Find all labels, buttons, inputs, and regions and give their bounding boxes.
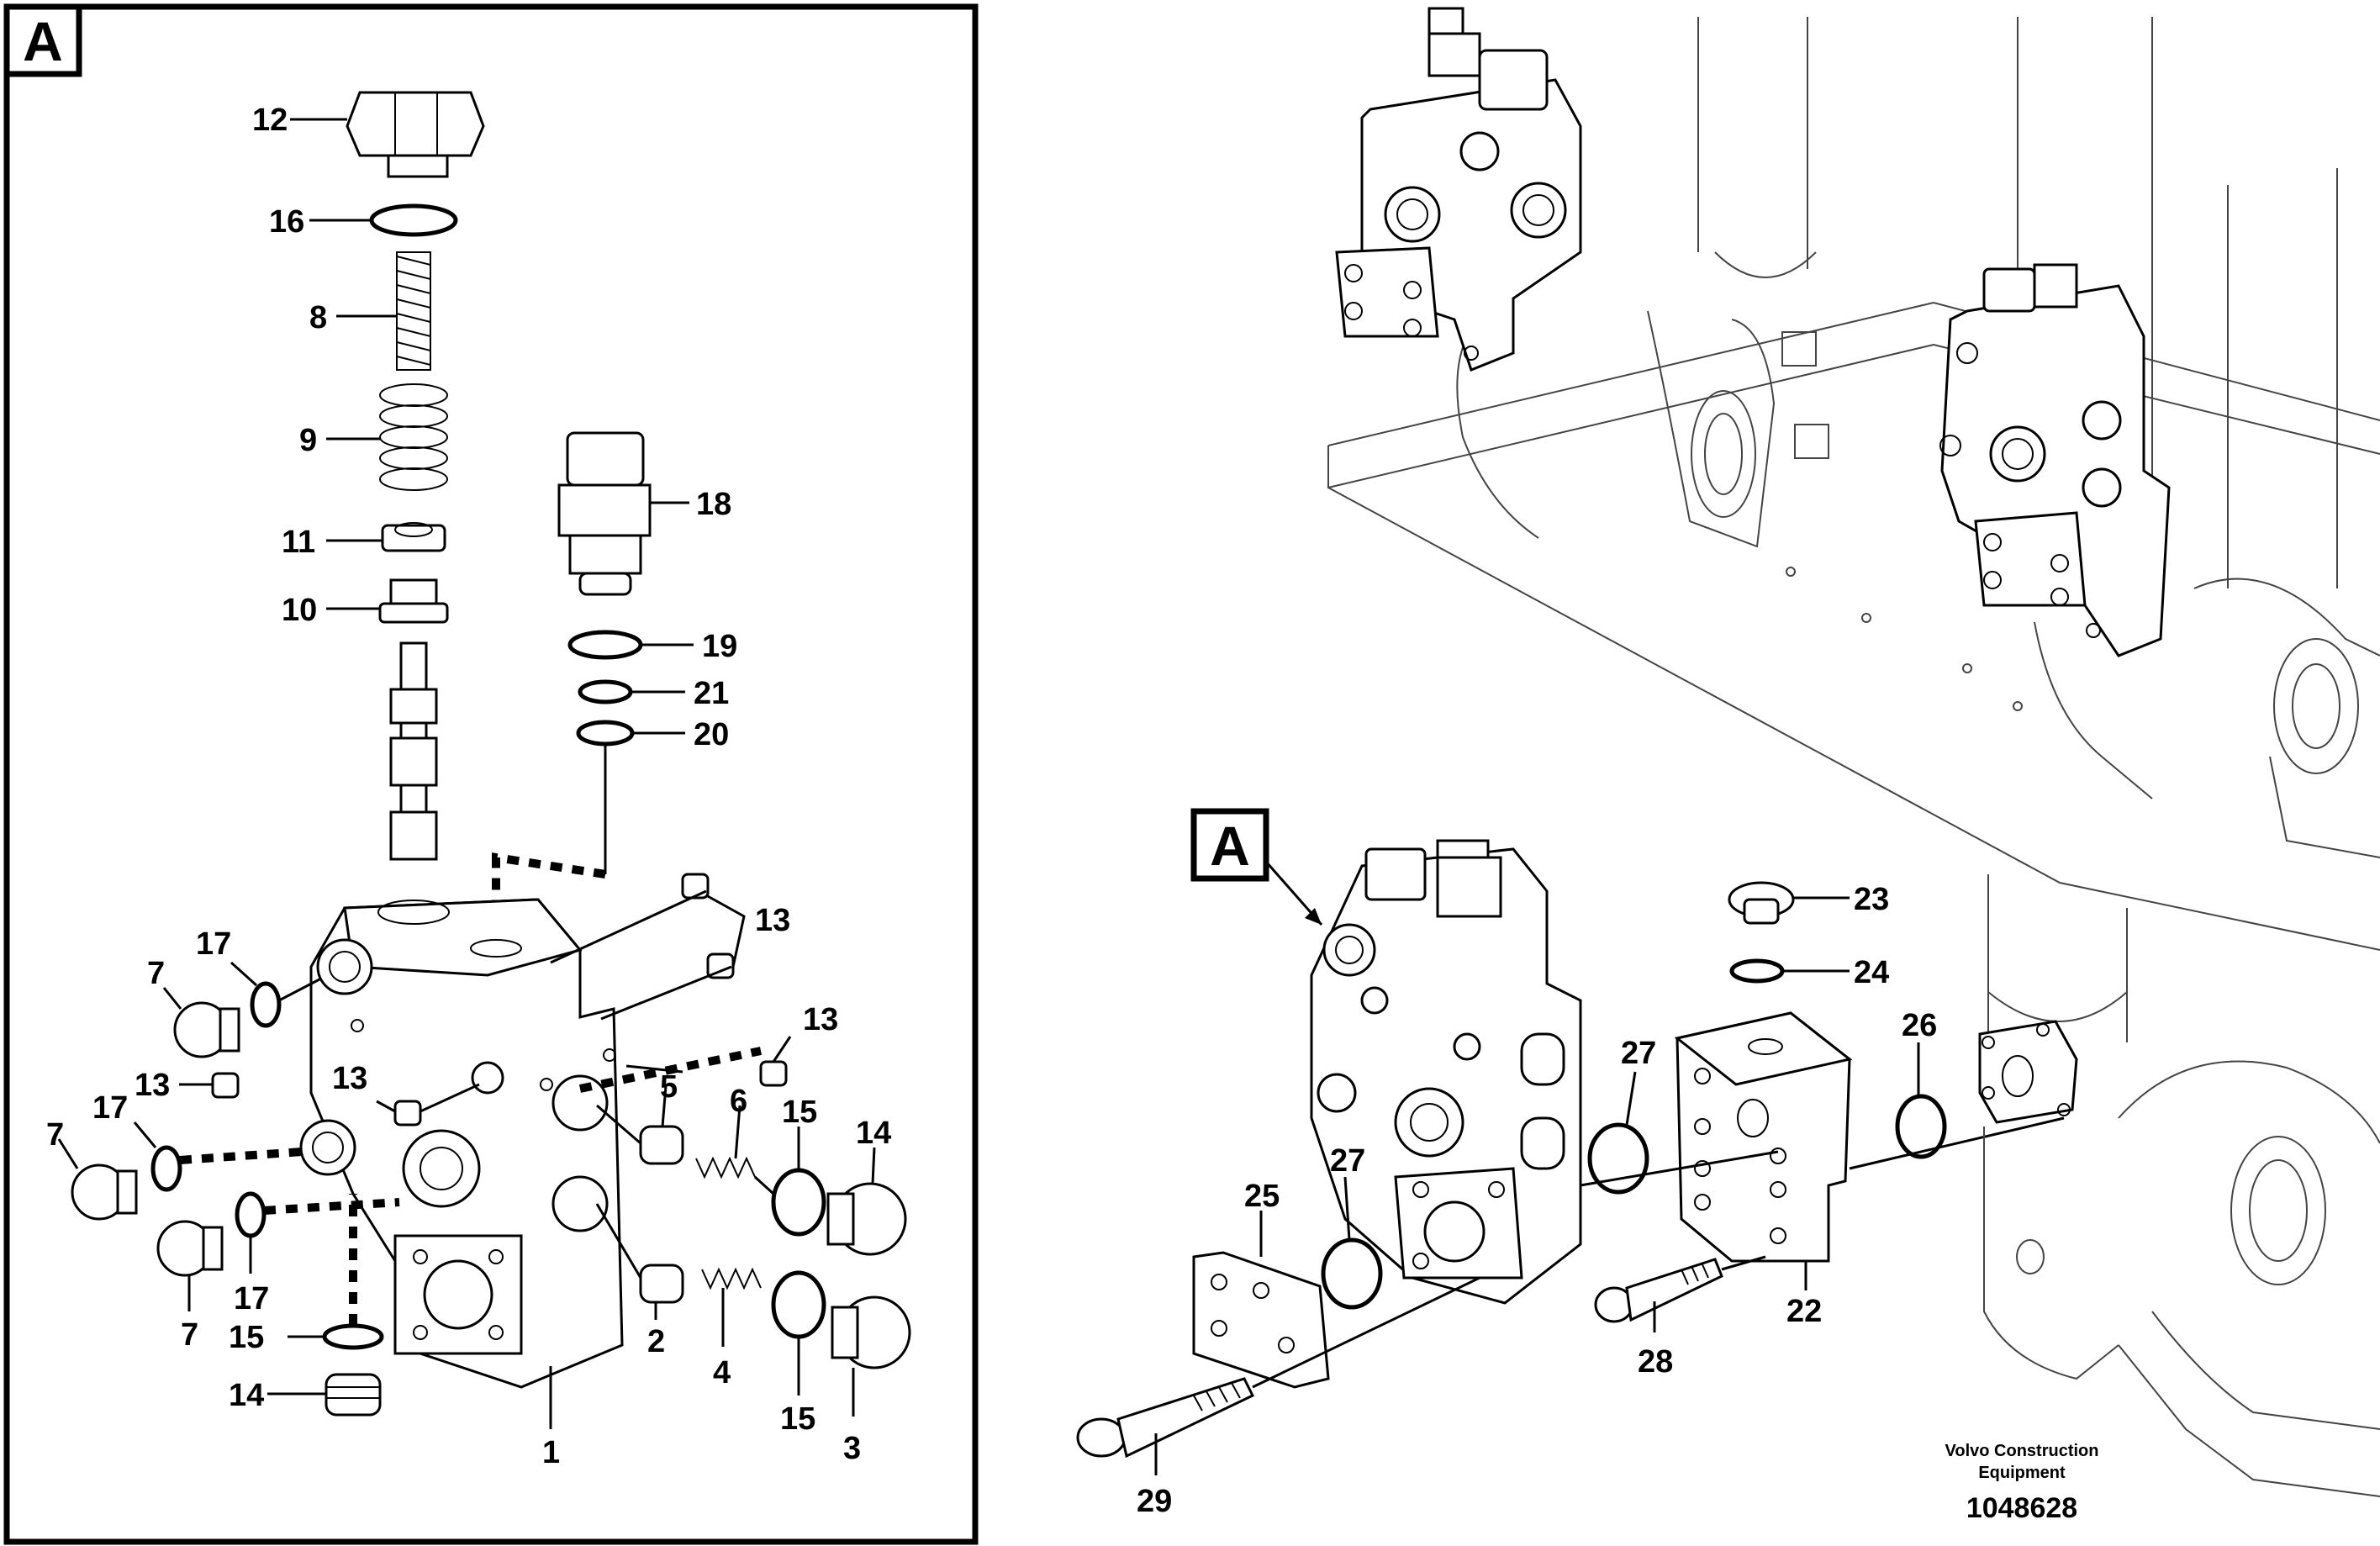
part-2-poppet-lower [639,1264,684,1320]
part-7-plug-middle [57,1138,138,1221]
part-22-block [1674,1011,1853,1290]
valve-assembly-upper [1335,7,1582,372]
detail-tag-box [1190,808,1269,882]
part-15-ring-bottom [322,1323,384,1350]
callout-13-d: 13 [332,1061,367,1096]
credit-line-2: Equipment [1978,1464,2066,1482]
callout-24: 24 [1854,955,1889,990]
callout-15-b: 15 [782,1095,817,1130]
part-15-ring-lower [771,1270,826,1339]
callout-4: 4 [713,1355,731,1390]
credit-line-1: Volvo Construction [1945,1442,2099,1460]
valve-assembly-exploded [1310,839,1582,1305]
part-17-ring-lower [235,1191,266,1238]
callout-15-c: 15 [780,1401,815,1437]
callout-29: 29 [1137,1484,1172,1519]
callout-22: 22 [1786,1294,1822,1329]
callout-26: 26 [1902,1008,1937,1043]
callout-17-b: 17 [92,1090,128,1126]
part-20-oring [576,720,635,747]
part-15-ring-upper [771,1168,826,1237]
callout-1: 1 [542,1435,560,1470]
valve-assembly-lower [1939,263,2171,657]
part-6-spring [695,1105,756,1179]
callout-7-a: 7 [147,956,165,991]
part-11-washer [326,522,446,552]
part-12-cap [290,91,485,178]
callout-13-b: 13 [803,1002,838,1037]
part-27-ring-right [1587,1122,1649,1195]
part-19-oring [567,630,643,660]
part-28-bolt [1594,1258,1723,1332]
callout-5: 5 [660,1069,678,1105]
part-16-oring [369,203,458,237]
part-17-ring-middle [150,1145,182,1192]
document-number: 1048628 [1966,1492,2077,1524]
part-21-oring [578,679,633,704]
callout-7-b: 7 [46,1117,64,1153]
part-26-ring [1895,1094,1947,1159]
part-7-plug-upper [162,987,240,1058]
callout-17-a: 17 [196,926,231,962]
part-5-poppet-upper [639,1085,684,1165]
callout-14-a: 14 [229,1378,264,1413]
part-27-ring-left [1321,1237,1383,1310]
part-17-ring-upper [250,981,282,1028]
part-29-bolt [1076,1377,1255,1475]
callout-9: 9 [299,423,317,458]
part-7-plug-lower [156,1220,224,1311]
detail-letter-box [3,3,82,77]
part-4-spring [701,1267,762,1347]
callout-12: 12 [252,103,288,138]
part-23-plug [1728,881,1850,925]
callout-28: 28 [1638,1344,1673,1380]
callout-14-b: 14 [856,1116,891,1151]
callout-3: 3 [843,1431,861,1466]
callout-21: 21 [694,676,729,711]
part-9-spring [326,383,448,491]
callout-15-a: 15 [229,1320,264,1355]
callout-25: 25 [1244,1179,1280,1214]
part-3-plug [831,1295,911,1417]
callout-19: 19 [702,629,737,664]
callout-10: 10 [282,593,317,628]
callout-7-c: 7 [181,1317,198,1353]
callout-6: 6 [730,1084,747,1119]
callout-13-a: 13 [755,903,790,938]
callout-13-c: 13 [135,1068,170,1103]
dash-line-upper [578,1047,763,1093]
machine-frame-background [1327,17,2380,951]
detail-tag-letter: A [1210,815,1250,877]
callout-2: 2 [647,1324,665,1359]
part-8-spring [336,251,431,371]
callout-23: 23 [1854,882,1889,917]
callout-8: 8 [309,300,327,335]
part-14-plug-upper [826,1147,907,1256]
callout-20: 20 [694,717,729,752]
bolt-29-axis [1252,1276,1480,1389]
detail-frame [3,3,979,1545]
callout-16: 16 [269,204,304,240]
spool [389,641,438,861]
part-24-ring [1729,958,1785,984]
part-14-plug-bottom [267,1373,382,1417]
callout-27-b: 27 [1330,1143,1365,1179]
part-18-switch [557,431,689,596]
callout-27-a: 27 [1621,1036,1656,1071]
detail-letter: A [23,10,63,72]
part-1-valve-body [299,898,624,1429]
callout-17-c: 17 [234,1281,269,1316]
part-25-plate [1192,1211,1330,1389]
part-10-seat [326,578,449,624]
part-13-plugs [179,873,792,1127]
callout-18: 18 [696,487,731,522]
callout-11: 11 [282,525,315,560]
machine-frame-lower-background [1978,874,2380,1497]
